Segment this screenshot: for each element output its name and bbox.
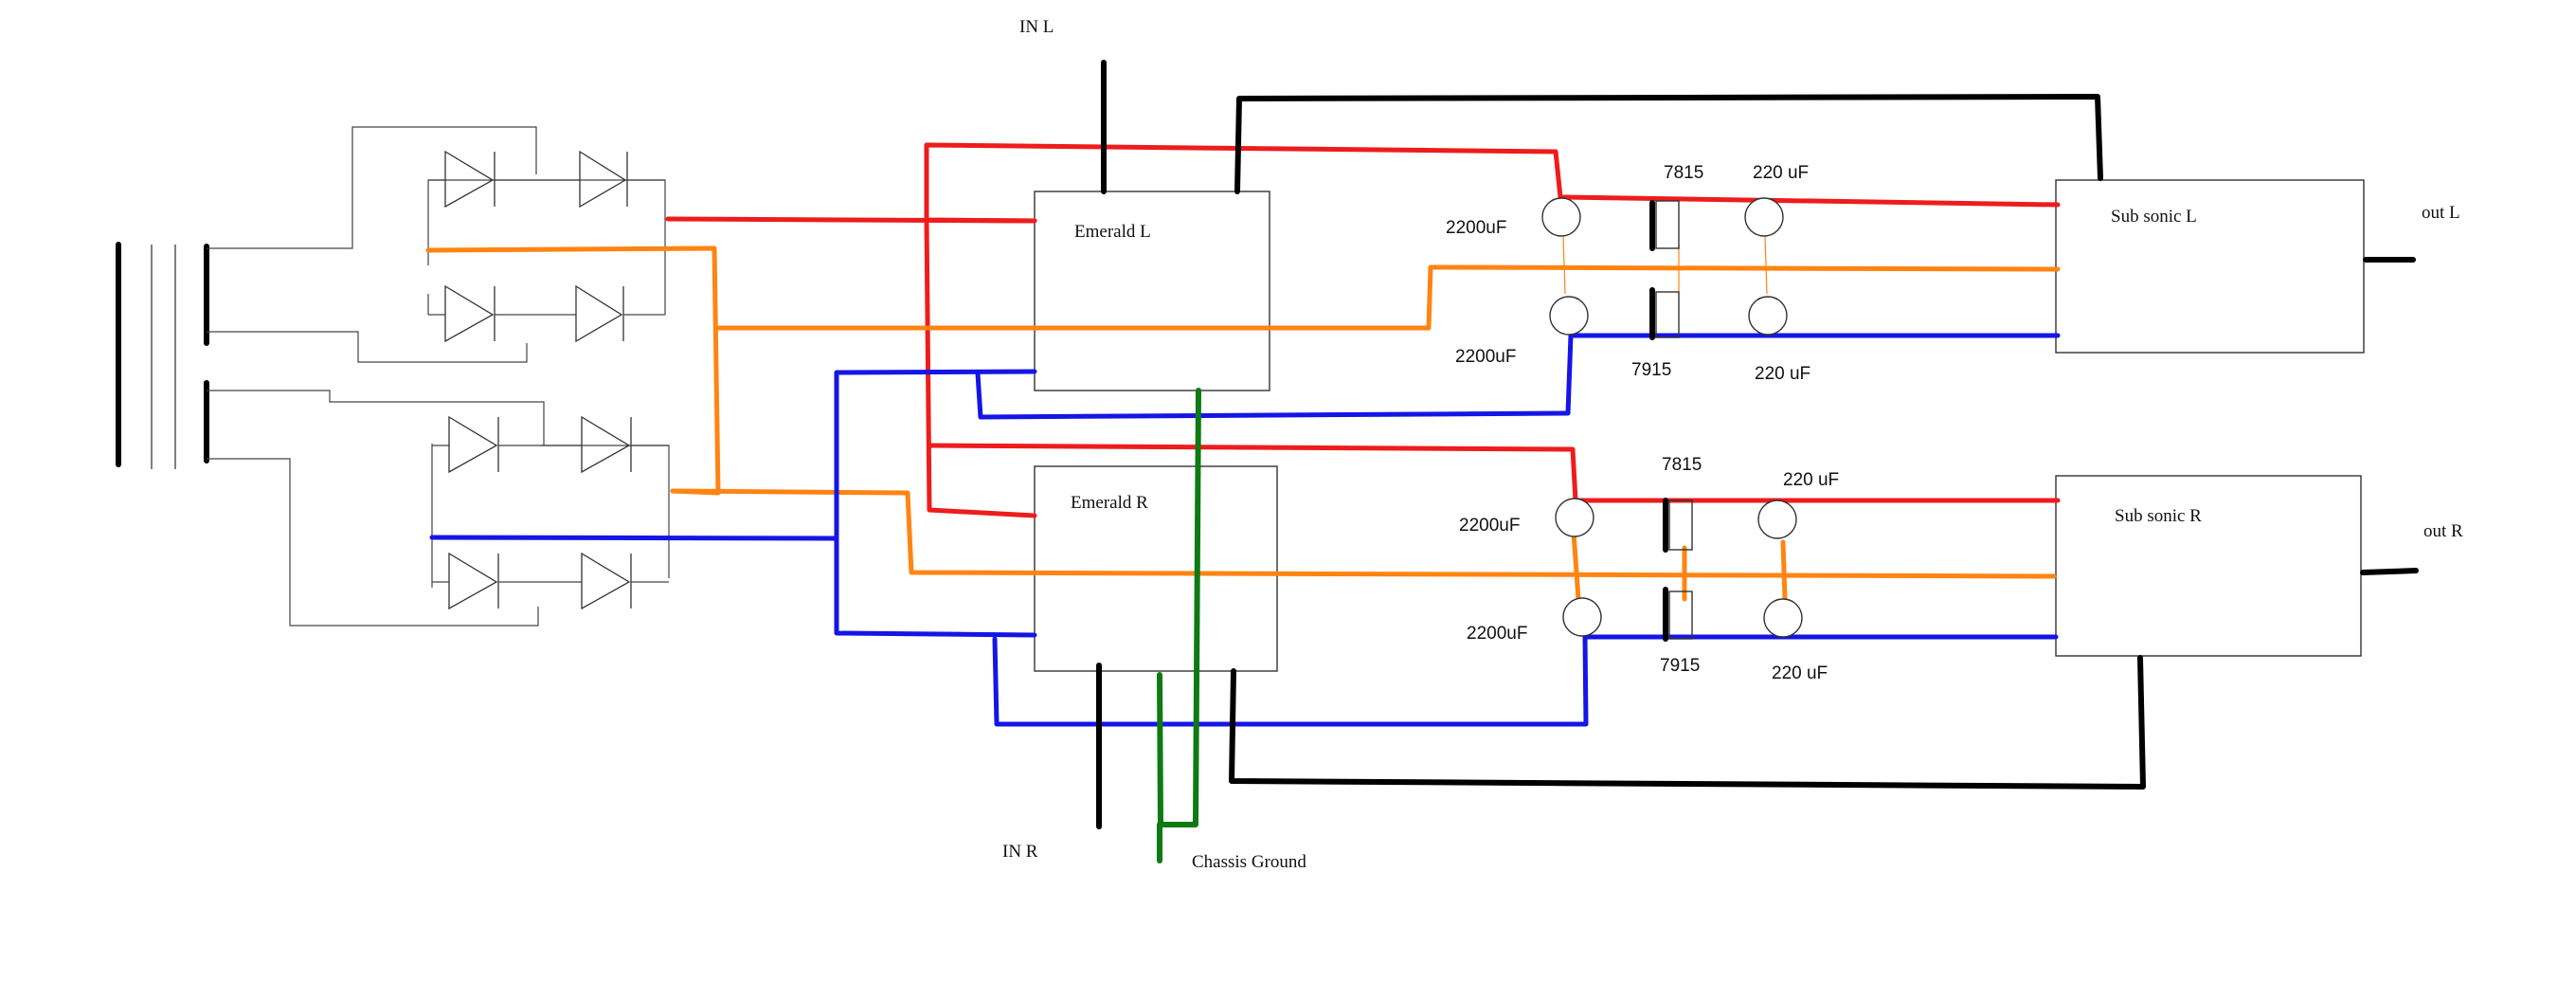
label-out-r: out R (2423, 521, 2463, 541)
regulator-7915-l (1655, 291, 1680, 338)
label-subsonic-r: Sub sonic R (2115, 506, 2202, 526)
regulator-7915-r (1668, 590, 1693, 640)
label-cap-r-bottom: 2200uF (1467, 624, 1527, 644)
label-chassis-ground: Chassis Ground (1192, 852, 1306, 872)
label-subsonic-l: Sub sonic L (2111, 207, 2197, 227)
wire-out-r (2360, 568, 2419, 575)
regulator-7815-l (1655, 200, 1680, 249)
label-small-cap-l-bottom: 220 uF (1755, 364, 1810, 384)
label-emerald-l: Emerald L (1074, 222, 1151, 242)
capacitor-2200uf-l-bottom (1549, 296, 1589, 336)
wire-negative-r (992, 634, 2059, 727)
label-small-cap-r-top: 220 uF (1783, 470, 1839, 490)
cap-links (1562, 236, 1768, 295)
wire-signal-r-out (1229, 655, 2146, 790)
label-in-r: IN R (1002, 842, 1038, 862)
bridge-rectifier-top (428, 150, 665, 343)
wire-negative-bus (834, 369, 1037, 638)
label-reg-r-bottom: 7915 (1660, 656, 1700, 676)
label-reg-r-top: 7815 (1662, 455, 1702, 475)
label-cap-l-bottom: 2200uF (1455, 347, 1516, 367)
emerald-l-module (1034, 191, 1270, 391)
wire-chassis-ground (1157, 388, 1201, 827)
wire-center-top-rect (425, 245, 721, 496)
label-reg-l-top: 7815 (1664, 163, 1703, 183)
capacitor-2200uf-l-top (1541, 197, 1581, 237)
label-reg-l-bottom: 7915 (1631, 360, 1671, 380)
subsonic-r-module (2055, 475, 2362, 657)
wire-negative-l (975, 333, 2061, 420)
emerald-r-module (1034, 465, 1278, 672)
capacitor-2200uf-r-bottom (1562, 597, 1602, 637)
subsonic-l-module (2055, 179, 2365, 354)
label-small-cap-l-top: 220 uF (1753, 163, 1809, 183)
wire-signal-l-out (1234, 94, 2103, 194)
wire-positive-bus (924, 142, 2061, 224)
label-small-cap-r-bottom: 220 uF (1772, 663, 1828, 683)
wire-positive-r-feed (924, 217, 1037, 518)
label-out-l: out L (2422, 203, 2460, 223)
wire-positive-r (927, 443, 2061, 503)
label-cap-r-top: 2200uF (1459, 516, 1520, 536)
wire-negative-bottom-bridge (429, 535, 838, 541)
regulator-7815-r (1668, 500, 1693, 551)
label-cap-l-top: 2200uF (1446, 218, 1506, 238)
wire-center-l (715, 264, 2061, 331)
capacitor-220uf-l-top (1744, 197, 1784, 237)
capacitor-220uf-r-top (1757, 500, 1797, 539)
label-emerald-r: Emerald R (1071, 493, 1148, 513)
wire-center-r (670, 488, 2057, 579)
capacitor-220uf-r-bottom (1763, 598, 1803, 638)
capacitor-2200uf-r-top (1555, 498, 1594, 537)
label-in-l: IN L (1019, 17, 1054, 37)
wire-center-r-cap-right (1780, 539, 1788, 602)
transformer (116, 242, 209, 469)
capacitor-220uf-l-bottom (1748, 296, 1788, 336)
secondary-wiring (207, 126, 670, 627)
bridge-rectifier-bottom (432, 415, 669, 610)
